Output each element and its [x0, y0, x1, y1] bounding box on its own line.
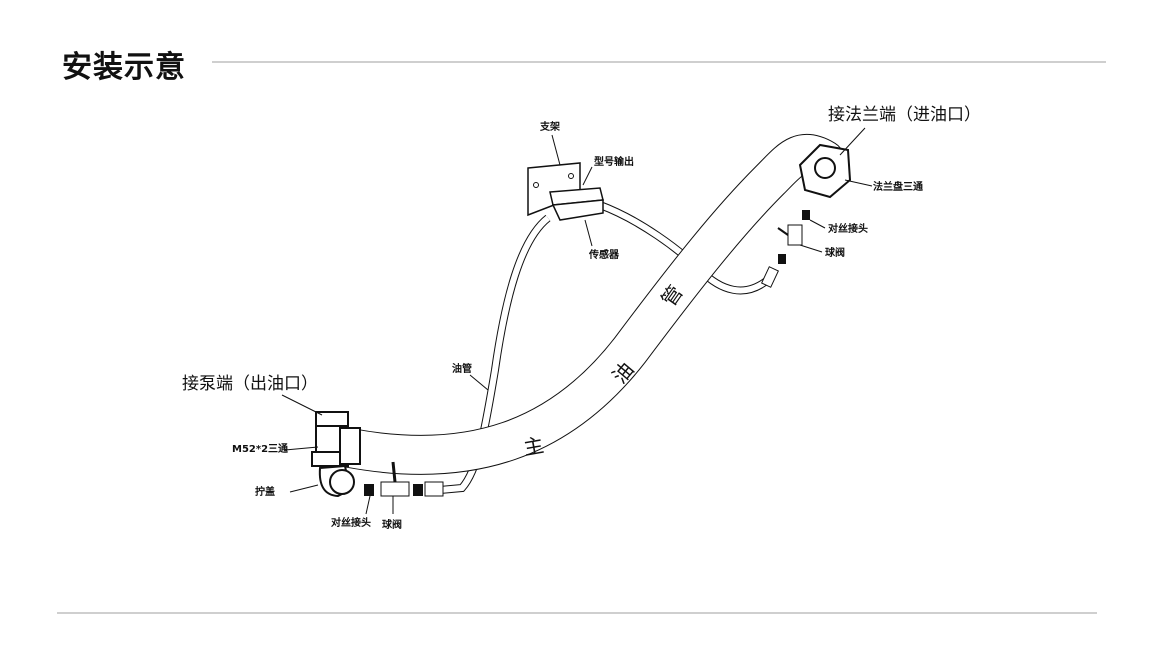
hose-text-1: 主: [522, 433, 546, 460]
label-union-bottom: 对丝接头: [331, 516, 371, 529]
page-title: 安装示意: [62, 50, 186, 85]
label-tee-m52: M52*2三通: [232, 443, 288, 455]
label-bracket: 支架: [539, 120, 560, 133]
label-union-top: 对丝接头: [828, 222, 868, 235]
label-oil-tube: 油管: [452, 362, 472, 375]
bottom-valve-assembly: [364, 461, 444, 497]
title-divider: [212, 61, 1106, 63]
label-sensor: 传感器: [588, 248, 620, 261]
label-flange-end: 接法兰端（进油口）: [828, 105, 981, 125]
label-valve-bottom: 球阀: [382, 518, 402, 531]
leader-lines: [281, 127, 873, 515]
label-flange-tee: 法兰盘三通: [873, 180, 923, 193]
label-model-output: 型号输出: [594, 155, 634, 168]
label-valve-top: 球阀: [825, 246, 845, 259]
label-cap: 拧盖: [255, 485, 275, 498]
sensor: [549, 187, 604, 221]
top-valve-assembly: [761, 210, 810, 288]
flange-tee: [798, 143, 852, 199]
bottom-divider: [57, 612, 1097, 614]
main-hose: 主 油 管: [330, 134, 845, 475]
label-pump-end: 接泵端（出油口）: [182, 374, 318, 394]
pump-tee: [311, 411, 361, 498]
